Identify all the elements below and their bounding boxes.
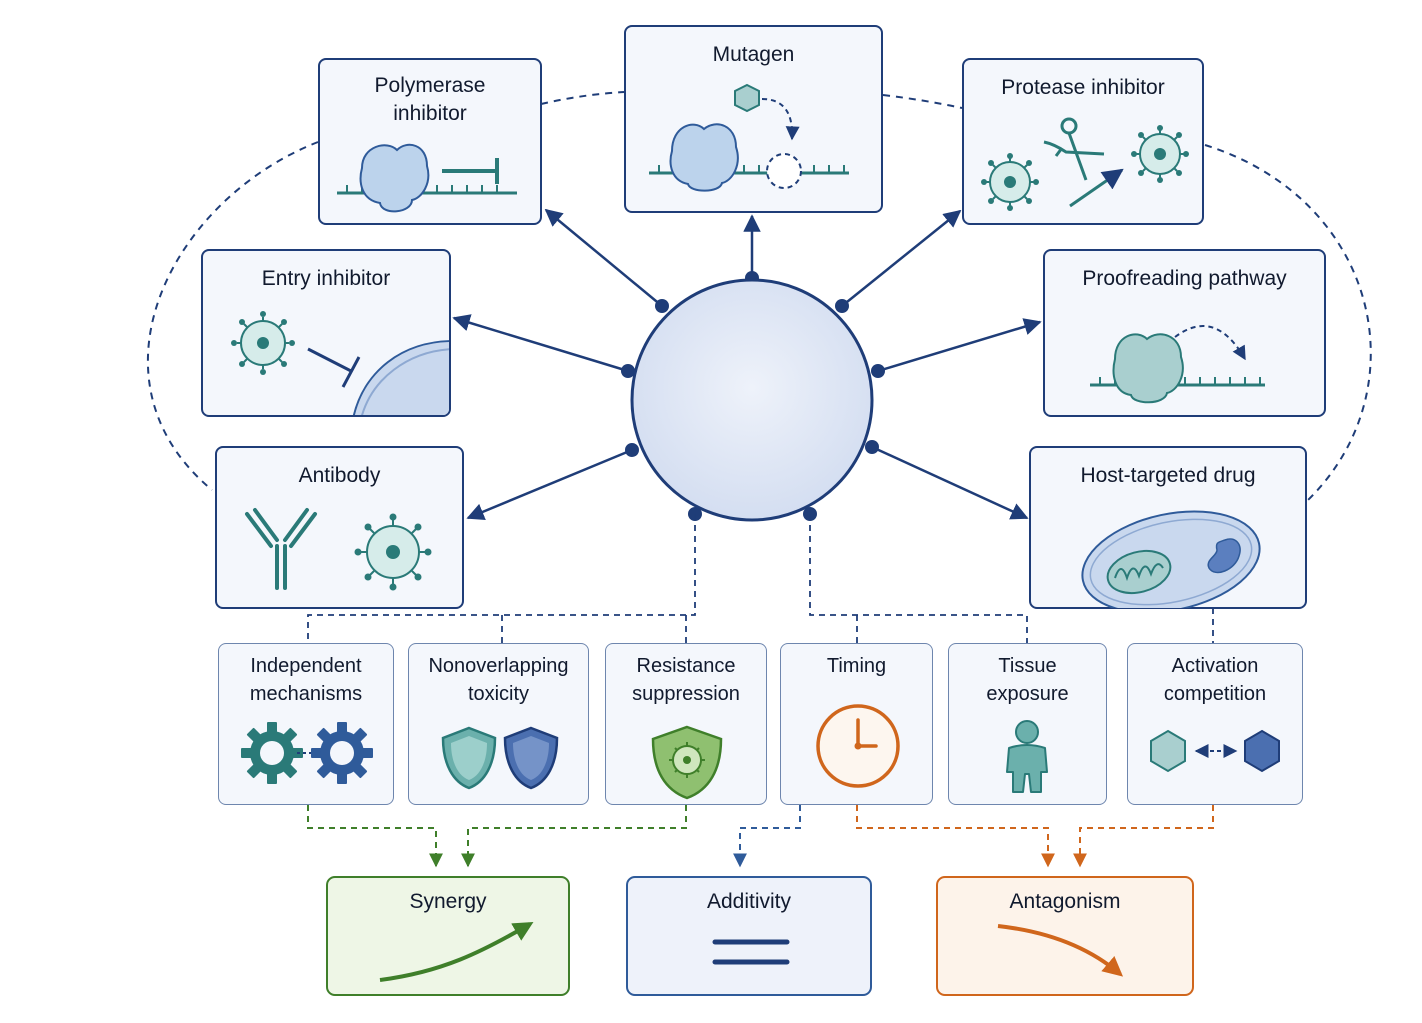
proofreading-polymerase-icon	[1090, 325, 1265, 404]
agent-polymerase-title-line2: inhibitor	[393, 102, 467, 125]
mitochondrion-icon	[1106, 549, 1172, 595]
falling-arrow-icon	[997, 924, 1124, 977]
outcome-synergy-title: Synergy	[409, 890, 487, 913]
entry-block-icon	[231, 311, 449, 415]
virus-shield-icon	[651, 725, 723, 800]
criterion-activation-competition: Activation competition	[1127, 643, 1303, 805]
hexagon-exchange-icon	[1150, 729, 1280, 773]
criterion-resistance-suppression: Resistance suppression	[605, 643, 767, 805]
agent-host-title: Host-targeted drug	[1080, 464, 1256, 487]
virus-particle-icon	[231, 311, 295, 375]
agent-antibody-title: Antibody	[298, 464, 381, 487]
agent-mutagen-title: Mutagen	[712, 43, 795, 66]
agent-entry-title: Entry inhibitor	[261, 267, 391, 290]
gears-icon	[241, 722, 373, 784]
agent-antibody: Antibody	[215, 446, 464, 609]
agent-polymerase-title: Polymerase inhibitor	[320, 72, 540, 128]
agent-polymerase-title-line1: Polymerase	[374, 74, 486, 97]
criterion-line1: Independent	[250, 655, 362, 677]
outcome-additivity: Additivity	[626, 876, 872, 996]
criterion-line2: suppression	[632, 683, 740, 705]
outcome-antagonism-title: Antagonism	[1009, 890, 1121, 913]
outcome-additivity-title: Additivity	[706, 890, 792, 913]
virus-particle-icon	[981, 153, 1039, 211]
organelle-icon	[1207, 538, 1241, 574]
agent-proofreading-pathway: Proofreading pathway	[1043, 249, 1326, 417]
criteria-links	[307, 514, 1214, 645]
criterion-line1: Resistance	[636, 655, 736, 677]
agent-polymerase-inhibitor: Polymerase inhibitor	[318, 58, 542, 225]
criterion-line1: Tissue	[998, 655, 1057, 677]
criterion-line2: mechanisms	[249, 683, 363, 705]
virus-particle-icon	[1131, 125, 1189, 183]
polymerase-on-rna-icon	[337, 143, 517, 213]
antibody-icon	[245, 508, 317, 590]
equals-icon	[712, 939, 790, 965]
criterion-line2: exposure	[986, 683, 1069, 705]
outcome-links	[307, 805, 1214, 868]
agent-host-targeted-drug: Host-targeted drug	[1029, 446, 1307, 609]
criterion-timing: Timing	[780, 643, 933, 805]
shields-icon	[441, 726, 559, 790]
agent-mutagen: Mutagen	[624, 25, 883, 213]
agent-proofreading-title: Proofreading pathway	[1082, 267, 1287, 290]
outcome-synergy: Synergy	[326, 876, 570, 996]
criterion-line1: Timing	[826, 655, 887, 677]
criterion-line2: competition	[1163, 683, 1267, 705]
rising-arrow-icon	[379, 921, 534, 982]
hub-arrows	[452, 208, 1042, 521]
virus-particle-icon	[354, 513, 432, 591]
central-hub	[630, 278, 874, 522]
outer-dashed-loop	[146, 91, 1372, 501]
outcome-antagonism: Antagonism	[936, 876, 1194, 996]
agent-protease-title: Protease inhibitor	[1001, 76, 1165, 99]
agent-entry-inhibitor: Entry inhibitor	[201, 249, 451, 417]
host-cell-icon	[1081, 510, 1261, 608]
protease-scissors-icon	[981, 117, 1189, 211]
scissors-icon	[1043, 117, 1105, 181]
criterion-tissue-exposure: Tissue exposure	[948, 643, 1107, 805]
agent-protease-inhibitor: Protease inhibitor	[962, 58, 1204, 225]
criterion-nonoverlapping-toxicity: Nonoverlapping toxicity	[408, 643, 589, 805]
clock-icon	[816, 704, 900, 788]
hub-dots	[621, 271, 885, 521]
criterion-independent-mechanisms: Independent mechanisms	[218, 643, 394, 805]
person-icon	[1006, 720, 1048, 793]
criterion-line1: Activation	[1171, 655, 1259, 677]
criterion-line1: Nonoverlapping	[428, 655, 569, 677]
mutagen-on-rna-icon	[649, 83, 849, 192]
criterion-line2: toxicity	[467, 683, 530, 705]
